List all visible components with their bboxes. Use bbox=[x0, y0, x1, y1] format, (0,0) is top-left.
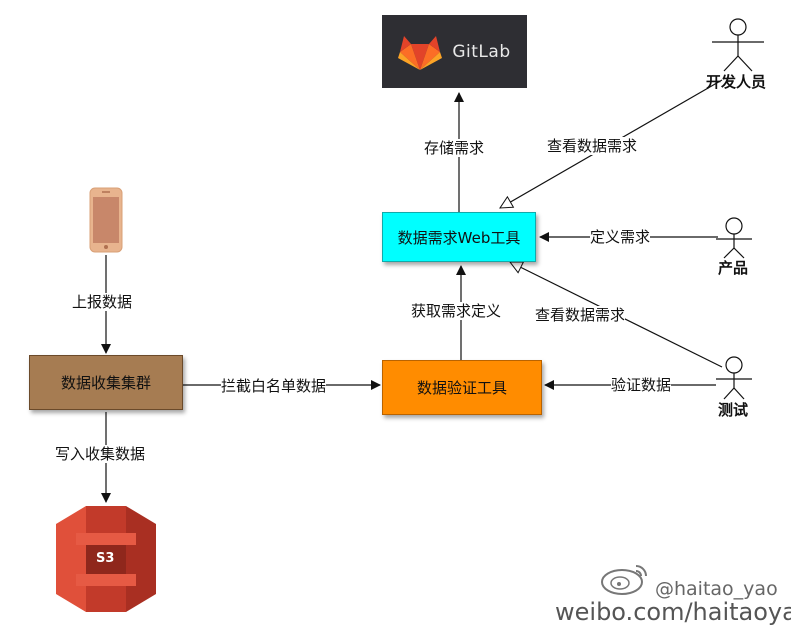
web-tool-box: 数据需求Web工具 bbox=[382, 212, 536, 262]
gitlab-node: GitLab bbox=[382, 15, 527, 88]
intercept-label: 拦截白名单数据 bbox=[221, 377, 327, 395]
test-view-label: 查看数据需求 bbox=[535, 306, 626, 324]
tester-actor-icon bbox=[716, 356, 752, 400]
collect-cluster-box: 数据收集集群 bbox=[29, 355, 183, 410]
developer-actor-icon bbox=[712, 18, 764, 72]
report-label: 上报数据 bbox=[72, 293, 133, 311]
product-label: 产品 bbox=[718, 259, 749, 277]
s3-label: S3 bbox=[96, 551, 115, 566]
watermark-handle: @haitao_yao bbox=[655, 578, 778, 600]
product-actor-icon bbox=[716, 217, 752, 259]
web-tool-label: 数据需求Web工具 bbox=[397, 228, 521, 247]
watermark-url: weibo.com/haitaoyao bbox=[555, 598, 791, 626]
fetch-label: 获取需求定义 bbox=[411, 302, 502, 320]
gitlab-fox-icon bbox=[398, 35, 443, 70]
collect-cluster-label: 数据收集集群 bbox=[60, 374, 151, 392]
phone-icon bbox=[89, 187, 123, 253]
write-label: 写入收集数据 bbox=[55, 445, 146, 463]
s3-bucket-icon bbox=[56, 506, 156, 612]
tester-label: 测试 bbox=[718, 401, 749, 419]
dev-view-label: 查看数据需求 bbox=[547, 137, 638, 155]
developer-label: 开发人员 bbox=[706, 73, 767, 91]
store-label: 存储需求 bbox=[424, 139, 485, 157]
verify-label: 验证数据 bbox=[611, 376, 672, 394]
define-label: 定义需求 bbox=[590, 228, 651, 246]
verify-tool-box: 数据验证工具 bbox=[382, 360, 542, 415]
weibo-logo-icon bbox=[601, 565, 647, 595]
gitlab-label: GitLab bbox=[452, 41, 511, 62]
verify-tool-label: 数据验证工具 bbox=[416, 379, 507, 397]
